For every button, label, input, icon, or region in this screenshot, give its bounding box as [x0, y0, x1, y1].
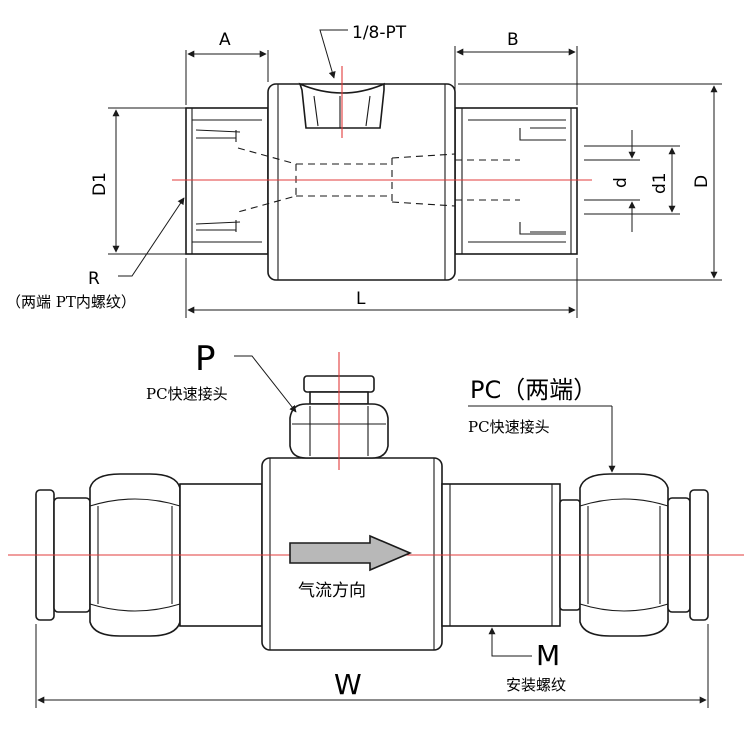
label-D: D — [692, 175, 712, 188]
dim-d1: d1 — [584, 145, 680, 215]
bottom-view: 气流方向 P PC快速接头 PC（两端） PC快速接头 M 安装螺纹 W — [8, 339, 744, 708]
label-d1: d1 — [650, 172, 670, 194]
center-body — [267, 82, 456, 281]
flow-direction-label: 气流方向 — [298, 581, 366, 601]
left-threaded-end — [185, 107, 269, 255]
label-W: W — [334, 668, 362, 701]
leader-pt: 1/8-PT — [319, 23, 407, 79]
dim-d: d — [584, 130, 640, 232]
dim-A: A — [185, 30, 269, 105]
dim-D: D — [458, 83, 722, 281]
top-view: A B 1/8-PT D1 R （两端 PT内螺纹） — [6, 23, 722, 318]
right-threaded-end — [454, 107, 578, 255]
dim-W: W — [35, 624, 709, 708]
label-R: R — [88, 269, 100, 289]
dim-D1: D1 — [90, 107, 186, 255]
flow-arrow — [289, 534, 413, 572]
leader-PC: PC（两端） PC快速接头 — [468, 376, 616, 473]
label-pt: 1/8-PT — [352, 23, 407, 43]
dim-B: B — [454, 30, 578, 105]
label-d: d — [611, 177, 631, 188]
label-M: M — [536, 639, 560, 672]
label-B: B — [507, 30, 519, 50]
dim-L: L — [185, 258, 578, 318]
label-pc-fitting-right: PC快速接头 — [468, 418, 550, 436]
mount-thread-label: 安装螺纹 — [506, 676, 566, 694]
leader-M: M 安装螺纹 — [488, 627, 566, 694]
label-R-note: （两端 PT内螺纹） — [6, 293, 136, 311]
label-P: P — [195, 339, 216, 379]
leader-P: P PC快速接头 — [146, 339, 297, 413]
label-PC: PC（两端） — [470, 376, 597, 404]
label-A: A — [219, 30, 231, 50]
label-pc-fitting: PC快速接头 — [146, 385, 228, 403]
label-L: L — [356, 289, 366, 309]
label-D1: D1 — [90, 172, 110, 196]
leader-R: R （两端 PT内螺纹） — [6, 197, 185, 311]
